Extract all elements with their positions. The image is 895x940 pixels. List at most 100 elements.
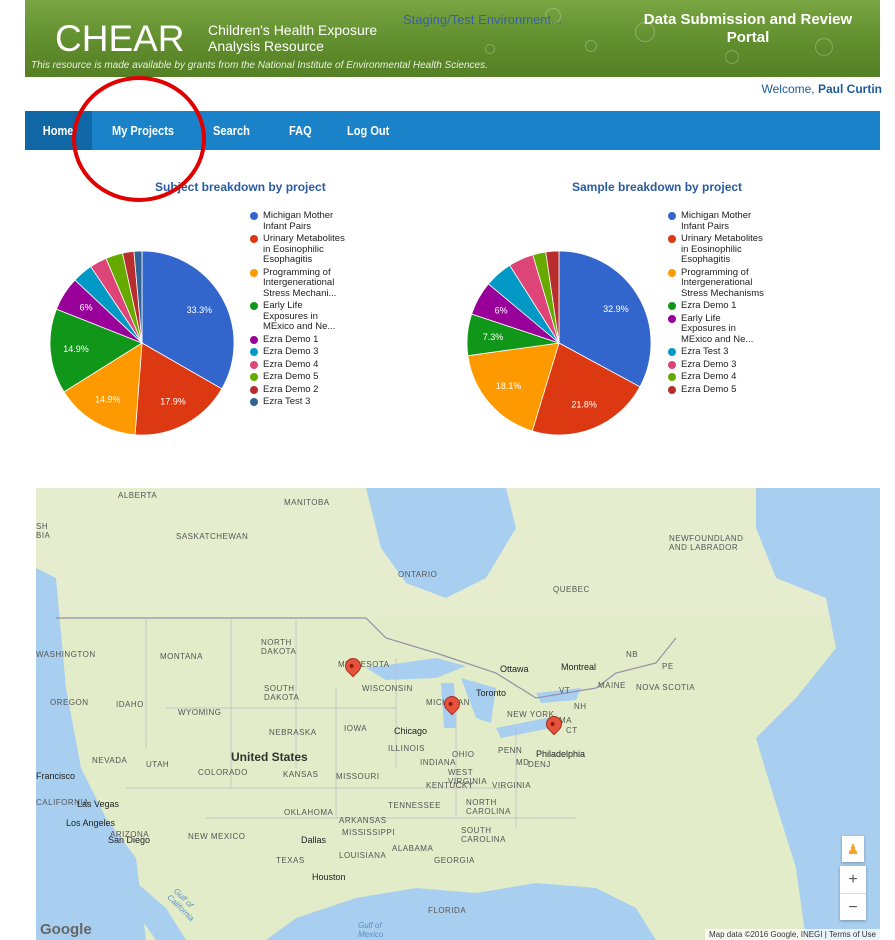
legend-label: Urinary Metabolites in Eosinophilic Esop… [263, 233, 345, 265]
map-city-dallas: Dallas [301, 835, 327, 845]
map-label-pe: PE [662, 662, 674, 671]
legend-item[interactable]: Ezra Demo 1 [668, 300, 768, 312]
nav-log-out[interactable]: Log Out [347, 123, 390, 138]
legend-item[interactable]: Ezra Demo 4 [668, 371, 768, 383]
map-city-san-francisco: Francisco [36, 771, 76, 781]
map-label-saskatchewan: SASKATCHEWAN [176, 532, 249, 541]
nav-home-label: Home [43, 123, 74, 138]
map-label-oklahoma: OKLAHOMA [284, 808, 334, 817]
pie-slice[interactable] [49, 308, 143, 393]
user-name[interactable]: Paul Curtin [817, 82, 882, 96]
street-view-pegman-icon[interactable]: ♟ [842, 836, 864, 862]
legend-item[interactable]: Programming of Intergenerational Stress … [668, 266, 768, 300]
pie-slice[interactable] [141, 250, 235, 390]
map-label-newfoundland: NEWFOUNDLAND AND LABRADOR [669, 534, 744, 552]
main-nav: Home My Projects Search FAQ Log Out [25, 111, 880, 150]
legend-swatch [668, 373, 676, 381]
map-label-nb: NB [626, 650, 639, 659]
subject-pie-chart: 33.3%17.9%14.9%14.9%6% [49, 250, 235, 436]
map-label-vt: VT [559, 686, 571, 695]
legend-item[interactable]: Early Life Exposures in MExico and Ne... [250, 300, 350, 333]
legend-swatch [668, 348, 676, 356]
legend-swatch [668, 235, 676, 243]
legend-swatch [668, 314, 676, 323]
legend-item[interactable]: Michigan Mother Infant Pairs [250, 210, 350, 232]
welcome-prefix: Welcome, [761, 82, 815, 96]
pie-slice[interactable] [133, 250, 143, 344]
map-label-new-york: NEW YORK [507, 710, 555, 719]
legend-item[interactable]: Ezra Demo 4 [250, 358, 350, 371]
environment-label: Staging/Test Environment... [403, 12, 562, 27]
nav-my-projects[interactable]: My Projects [112, 123, 175, 138]
map-label-maine: MAINE [598, 681, 626, 690]
map-label-georgia: GEORGIA [434, 856, 475, 865]
pie-slice-label: 14.9% [95, 395, 121, 405]
map-label-md: MD [516, 758, 530, 767]
decor-bubble [545, 8, 561, 24]
pie-slice[interactable] [467, 342, 560, 432]
nav-faq[interactable]: FAQ [289, 123, 312, 138]
legend-swatch [250, 385, 258, 394]
legend-label: Ezra Demo 5 [681, 383, 737, 395]
legend-swatch [668, 360, 676, 369]
map-label-new-mexico: NEW MEXICO [188, 832, 246, 841]
legend-label: Ezra Demo 4 [681, 371, 737, 382]
pie-slice[interactable] [545, 250, 560, 344]
pie-slice-label: 14.9% [63, 344, 89, 354]
legend-label: Urinary Metabolites in Eosinophilic Esop… [681, 233, 763, 265]
legend-item[interactable]: Early Life Exposures in MExico and Ne... [668, 313, 768, 346]
legend-item[interactable]: Ezra Test 3 [668, 346, 768, 358]
legend-item[interactable]: Programming of Intergenerational Stress … [250, 267, 350, 300]
pie-slice[interactable] [531, 342, 641, 436]
legend-item[interactable]: Michigan Mother Infant Pairs [668, 210, 768, 232]
map-country-label: United States [231, 750, 308, 764]
map-attribution[interactable]: Map data ©2016 Google, INEGI | Terms of … [704, 929, 880, 940]
legend-item[interactable]: Ezra Demo 3 [250, 346, 350, 358]
legend-item[interactable]: Ezra Demo 5 [668, 383, 768, 396]
subject-chart-title: Subject breakdown by project [155, 180, 326, 194]
map-city-houston: Houston [312, 872, 346, 882]
zoom-out-button[interactable]: − [840, 893, 866, 921]
legend-item[interactable]: Ezra Test 3 [250, 396, 350, 408]
map-base [36, 488, 880, 940]
legend-item[interactable]: Ezra Demo 1 [250, 333, 350, 346]
map-label-kentucky: KENTUCKY [426, 781, 474, 790]
legend-swatch [250, 398, 258, 406]
map-label-minnesota: MINNESOTA [338, 660, 390, 669]
project-map[interactable]: ALBERTA MANITOBA SASKATCHEWAN ONTARIO QU… [36, 488, 880, 940]
portal-title-line2: Portal [726, 29, 770, 46]
nav-home[interactable]: Home [25, 111, 92, 150]
pie-slice[interactable] [63, 342, 143, 436]
zoom-in-button[interactable]: + [848, 871, 858, 888]
grant-note: This resource is made available by grant… [31, 60, 488, 71]
legend-label: Programming of Intergenerational Stress … [681, 266, 764, 299]
map-label-nh: NH [574, 702, 587, 711]
legend-swatch [668, 385, 676, 394]
legend-label: Ezra Demo 1 [681, 300, 737, 311]
pie-slice[interactable] [558, 250, 652, 388]
map-label-kansas: KANSAS [283, 770, 319, 779]
legend-item[interactable]: Ezra Demo 2 [250, 384, 350, 396]
pie-slice[interactable] [134, 342, 223, 436]
pie-slice-label: 33.3% [187, 305, 213, 315]
legend-swatch [668, 302, 676, 310]
chear-logo[interactable]: CHEAR [55, 18, 185, 59]
pie-slice-label: 6% [80, 303, 93, 313]
sample-chart-title: Sample breakdown by project [572, 180, 743, 194]
legend-item[interactable]: Urinary Metabolites in Eosinophilic Esop… [668, 233, 768, 266]
google-logo: Google [40, 921, 92, 938]
map-label-ontario: ONTARIO [398, 570, 438, 579]
map-label-texas: TEXAS [276, 856, 305, 865]
map-label-montana: MONTANA [160, 652, 203, 661]
site-header: CHEAR Children's Health Exposure Analysi… [25, 0, 880, 77]
legend-item[interactable]: Urinary Metabolites in Eosinophilic Esop… [250, 233, 350, 266]
map-label-manitoba: MANITOBA [284, 498, 330, 507]
legend-label: Ezra Demo 1 [263, 333, 319, 345]
legend-swatch [250, 335, 258, 344]
nav-search[interactable]: Search [213, 123, 250, 138]
legend-item[interactable]: Ezra Demo 5 [250, 371, 350, 383]
legend-label: Ezra Demo 4 [263, 358, 319, 370]
legend-item[interactable]: Ezra Demo 3 [668, 359, 768, 371]
legend-label: Ezra Demo 5 [263, 371, 319, 382]
map-label-alberta: ALBERTA [118, 491, 158, 500]
